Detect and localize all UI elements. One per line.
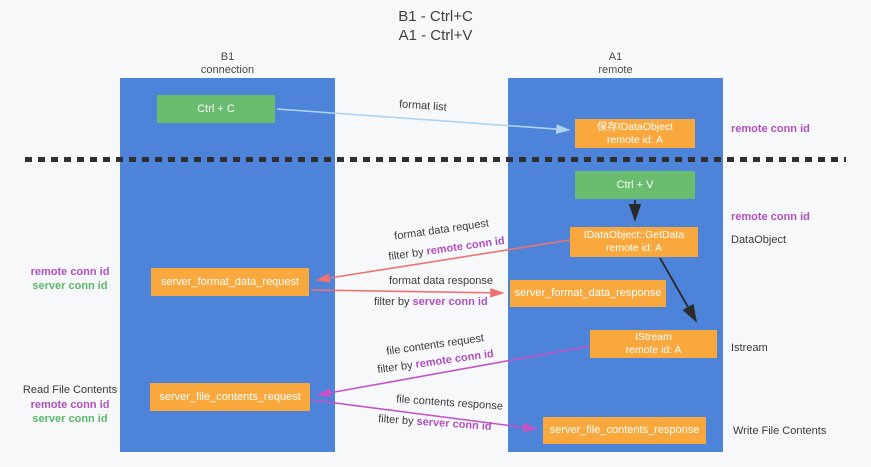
server-file-contents-request-box: server_file_contents_request <box>150 383 310 411</box>
idataobject-getdata-line2: remote id: A <box>605 242 663 254</box>
dashed-separator-line <box>25 157 846 162</box>
server-conn-id-text: server conn id <box>412 296 488 308</box>
ctrl-c-box: Ctrl + C <box>157 95 275 123</box>
server-file-contents-response-box: server_file_contents_response <box>543 417 706 444</box>
idataobject-getdata-box: IDataObject::GetData remote id: A <box>570 227 698 257</box>
remote-conn-id-annotation-left-2: remote conn id <box>30 399 110 411</box>
dataobject-annotation: DataObject <box>731 234 787 246</box>
arrow-format-data-response <box>310 288 505 298</box>
server-conn-id-annotation-left-2: server conn id <box>32 413 108 425</box>
left-column-name: B1 <box>220 51 235 63</box>
diagram-title: B1 - Ctrl+C A1 - Ctrl+V <box>0 7 871 45</box>
write-file-contents-annotation: Write File Contents <box>733 425 827 437</box>
remote-conn-id-annotation-top: remote conn id <box>731 123 810 135</box>
ctrl-v-box: Ctrl + V <box>575 171 695 199</box>
server-file-contents-response-label: server_file_contents_response <box>549 424 700 436</box>
format-data-response-label: format data response <box>389 275 493 287</box>
save-idataobject-line1: 保存IDataObject <box>596 120 674 133</box>
server-file-contents-request-label: server_file_contents_request <box>159 390 301 403</box>
left-column-subtitle: connection <box>200 64 255 76</box>
server-format-data-response-box: server_format_data_response <box>510 280 666 307</box>
file-contents-response-label: file contents response <box>395 393 504 413</box>
istream-line2: remote id: A <box>625 344 682 356</box>
idataobject-getdata-line1: IDataObject::GetData <box>583 229 685 241</box>
left-column-header: B1 connection <box>120 51 335 77</box>
filter-by-text: filter by <box>377 413 414 428</box>
istream-annotation: Istream <box>731 342 768 354</box>
save-idataobject-box: 保存IDataObject remote id: A <box>575 119 695 148</box>
format-list-label: format list <box>398 98 448 114</box>
istream-box: IStream remote id: A <box>590 330 717 358</box>
title-line-1: B1 - Ctrl+C <box>398 8 473 25</box>
remote-conn-id-text: remote conn id <box>425 234 506 258</box>
server-conn-id-text: server conn id <box>416 415 492 433</box>
filter-by-text: filter by <box>374 296 410 308</box>
filter-by-text: filter by <box>387 246 425 264</box>
read-file-contents-annotation: Read File Contents <box>22 384 118 396</box>
remote-conn-id-annotation-left-1: remote conn id <box>30 266 110 278</box>
istream-line1: IStream <box>635 331 672 343</box>
ctrl-c-label: Ctrl + C <box>197 102 235 115</box>
right-column-header: A1 remote <box>508 51 723 77</box>
right-column-name: A1 <box>608 51 623 63</box>
server-conn-id-annotation-left-1: server conn id <box>32 280 108 292</box>
server-format-data-request-label: server_format_data_request <box>160 275 300 288</box>
filter-by-text: filter by <box>376 359 414 377</box>
server-format-data-request-box: server_format_data_request <box>151 268 309 296</box>
remote-conn-id-annotation-mid: remote conn id <box>731 211 810 223</box>
save-idataobject-line2: remote id: A <box>606 133 664 146</box>
title-line-2: A1 - Ctrl+V <box>398 27 473 44</box>
right-column-subtitle: remote <box>598 64 633 76</box>
server-format-data-response-label: server_format_data_response <box>514 287 662 299</box>
ctrl-v-label: Ctrl + V <box>616 178 654 191</box>
